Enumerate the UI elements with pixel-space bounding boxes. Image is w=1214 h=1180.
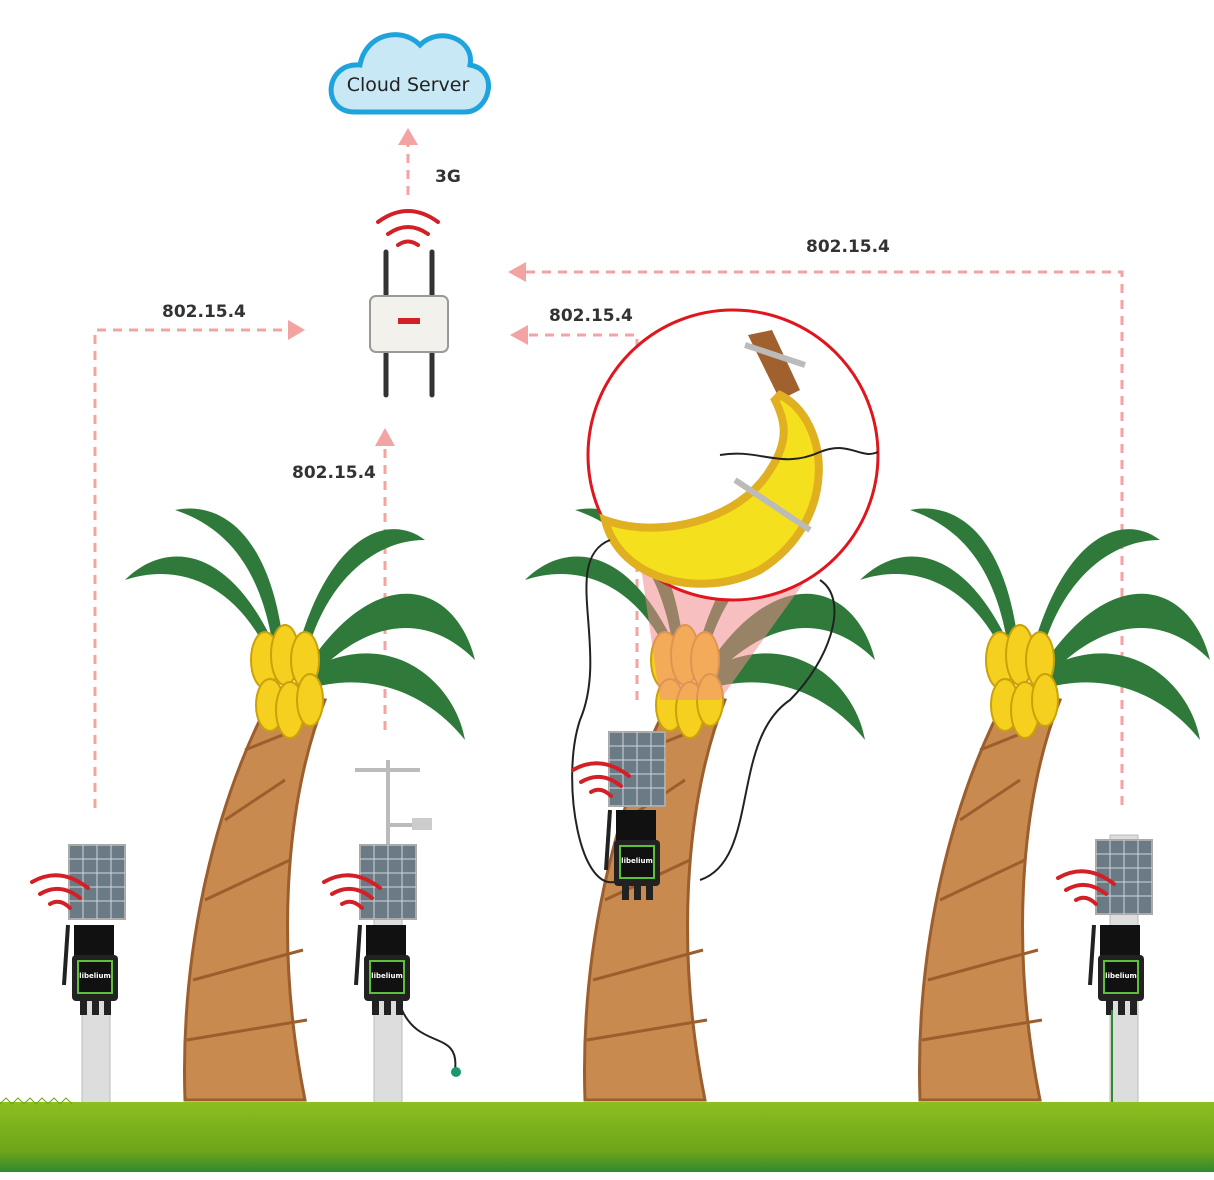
right-link-label: 802.15.4 xyxy=(806,237,890,257)
left-link-line xyxy=(93,328,290,808)
wifi-icon xyxy=(376,209,440,247)
center-link-arrow xyxy=(510,325,528,345)
cloud-icon xyxy=(328,32,491,115)
grass-ground xyxy=(0,1102,1214,1172)
wifi-icon-3 xyxy=(571,761,631,798)
gateway xyxy=(369,209,449,398)
wifi-icon-4 xyxy=(1056,869,1116,906)
weather-station xyxy=(355,760,461,1077)
right-link-arrow xyxy=(508,262,526,282)
wifi-icon-1 xyxy=(30,873,90,910)
center-link-label: 802.15.4 xyxy=(549,306,633,326)
left-link-arrow xyxy=(288,320,305,340)
network-links: 3G 802.15.4 802.15.4 802.15.4 802.15.4 xyxy=(93,128,1124,808)
banana-sensor-magnifier xyxy=(586,308,880,700)
weather-link-arrow xyxy=(375,428,395,446)
wifi-icon-2 xyxy=(322,873,382,910)
uplink-label: 3G xyxy=(435,167,461,187)
uplink-arrow xyxy=(398,128,418,145)
sensor-cable xyxy=(571,539,836,884)
cloud-server-label: Cloud Server xyxy=(347,74,470,96)
banana-tree-1 xyxy=(125,509,475,1100)
left-link-label: 802.15.4 xyxy=(162,302,246,322)
banana-tree-3 xyxy=(860,509,1210,1100)
center-link-line xyxy=(528,333,639,700)
weather-link-label: 802.15.4 xyxy=(292,463,376,483)
cloud-server: Cloud Server xyxy=(328,32,491,115)
